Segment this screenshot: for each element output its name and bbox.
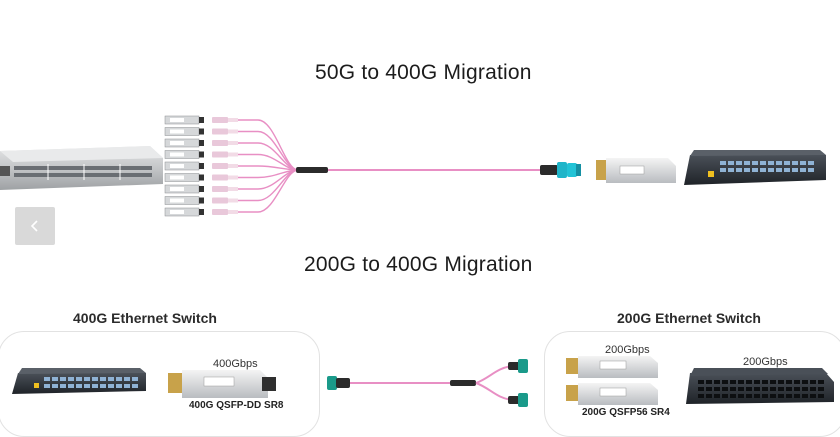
sfp-module	[164, 184, 238, 194]
module-label-qsfp-dd-sr8: 400G QSFP-DD SR8	[189, 400, 284, 411]
switch-dark-left-panel	[12, 368, 146, 394]
switch-dark-200g	[686, 368, 834, 404]
switch-silver-50g	[0, 146, 163, 190]
cable-boot-left	[296, 167, 328, 173]
switch-speed-label-200gbps: 200Gbps	[743, 356, 788, 368]
migration-title-200g-400g: 200G to 400G Migration	[304, 253, 533, 276]
sfp-module	[164, 115, 238, 125]
sfp-module	[164, 173, 238, 182]
module-label-qsfp56-sr4: 200G QSFP56 SR4	[582, 407, 670, 418]
sfp-module	[164, 127, 238, 136]
mpo-connector-aqua	[540, 162, 581, 178]
sfp-module-stack	[164, 115, 238, 217]
qsfp-dd-module	[168, 370, 276, 398]
switch-label-200g: 200G Ethernet Switch	[617, 310, 761, 326]
sfp-module	[164, 196, 238, 205]
qsfp56-module-bottom	[566, 383, 658, 405]
speed-label-400gbps: 400Gbps	[213, 358, 258, 370]
switch-label-400g: 400G Ethernet Switch	[73, 310, 217, 326]
fanout-cable-8-way	[238, 119, 299, 213]
sfp-module	[164, 207, 238, 217]
switch-dark-400g	[684, 150, 826, 185]
breakout-cable-1x2	[327, 359, 528, 407]
carousel-prev-button[interactable]	[15, 207, 55, 245]
sfp-module	[164, 150, 238, 159]
qsfp-module-400g	[596, 158, 676, 183]
migration-title-50g-400g: 50G to 400G Migration	[315, 61, 532, 84]
qsfp56-module-top	[566, 356, 658, 378]
module-speed-label-200gbps: 200Gbps	[605, 344, 650, 356]
chevron-left-icon	[30, 220, 38, 232]
sfp-module	[164, 138, 238, 148]
sfp-module	[164, 161, 238, 171]
